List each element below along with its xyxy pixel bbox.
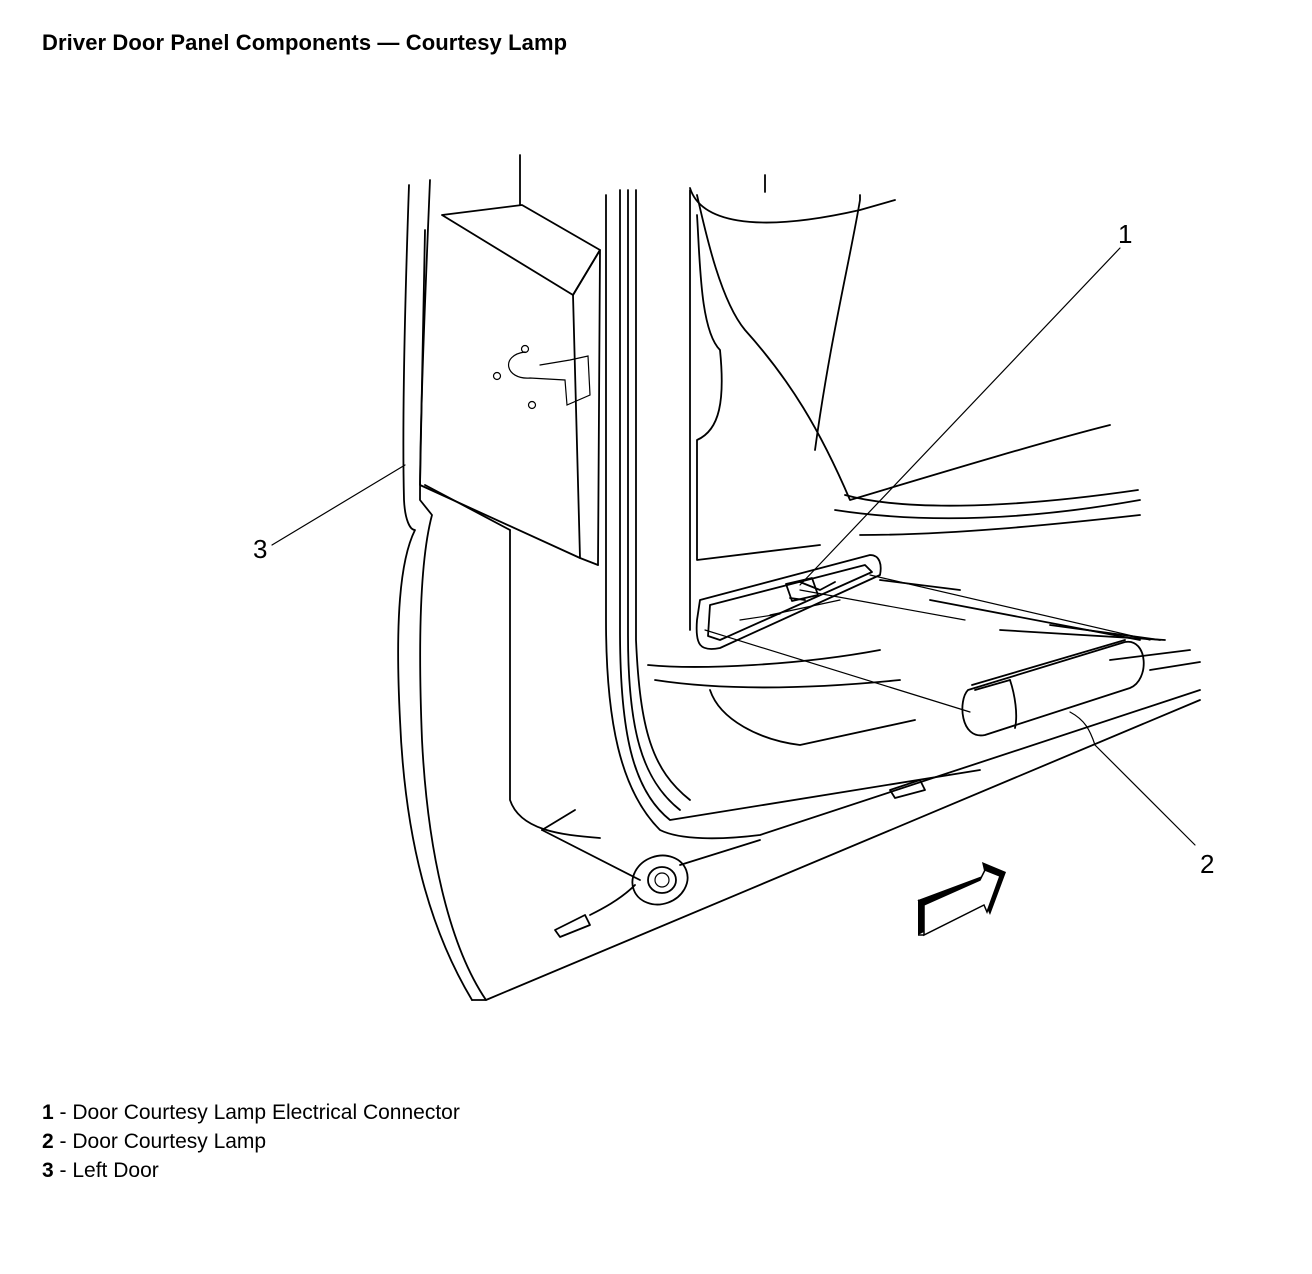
door-inner-panel xyxy=(605,174,1201,840)
direction-arrow-icon xyxy=(917,862,1006,937)
legend-separator: - xyxy=(53,1130,73,1153)
legend-separator: - xyxy=(53,1159,73,1182)
callout-3: 3 xyxy=(253,534,267,564)
callout-2: 2 xyxy=(1200,849,1214,879)
lamp-recess xyxy=(695,554,882,650)
courtesy-lamp xyxy=(961,639,1145,737)
legend-item: 2 - Door Courtesy Lamp xyxy=(42,1127,460,1156)
lamp-projection-lines xyxy=(704,574,1151,713)
courtesy-lamp-electrical-connector xyxy=(785,577,836,602)
leader-lines xyxy=(271,247,1196,846)
legend-label: Left Door xyxy=(72,1159,159,1182)
legend-label: Door Courtesy Lamp xyxy=(72,1130,267,1153)
legend: 1 - Door Courtesy Lamp Electrical Connec… xyxy=(42,1098,460,1185)
door-sill xyxy=(541,779,926,938)
legend-label: Door Courtesy Lamp Electrical Connector xyxy=(72,1101,460,1124)
callout-1: 1 xyxy=(1118,219,1132,249)
legend-number: 3 xyxy=(42,1159,54,1182)
legend-number: 2 xyxy=(42,1130,54,1153)
legend-number: 1 xyxy=(42,1101,54,1124)
page-title: Driver Door Panel Components — Courtesy … xyxy=(42,30,568,55)
left-door xyxy=(397,154,1201,1001)
legend-item: 3 - Left Door xyxy=(42,1156,460,1185)
legend-item: 1 - Door Courtesy Lamp Electrical Connec… xyxy=(42,1098,460,1127)
legend-separator: - xyxy=(53,1101,73,1124)
